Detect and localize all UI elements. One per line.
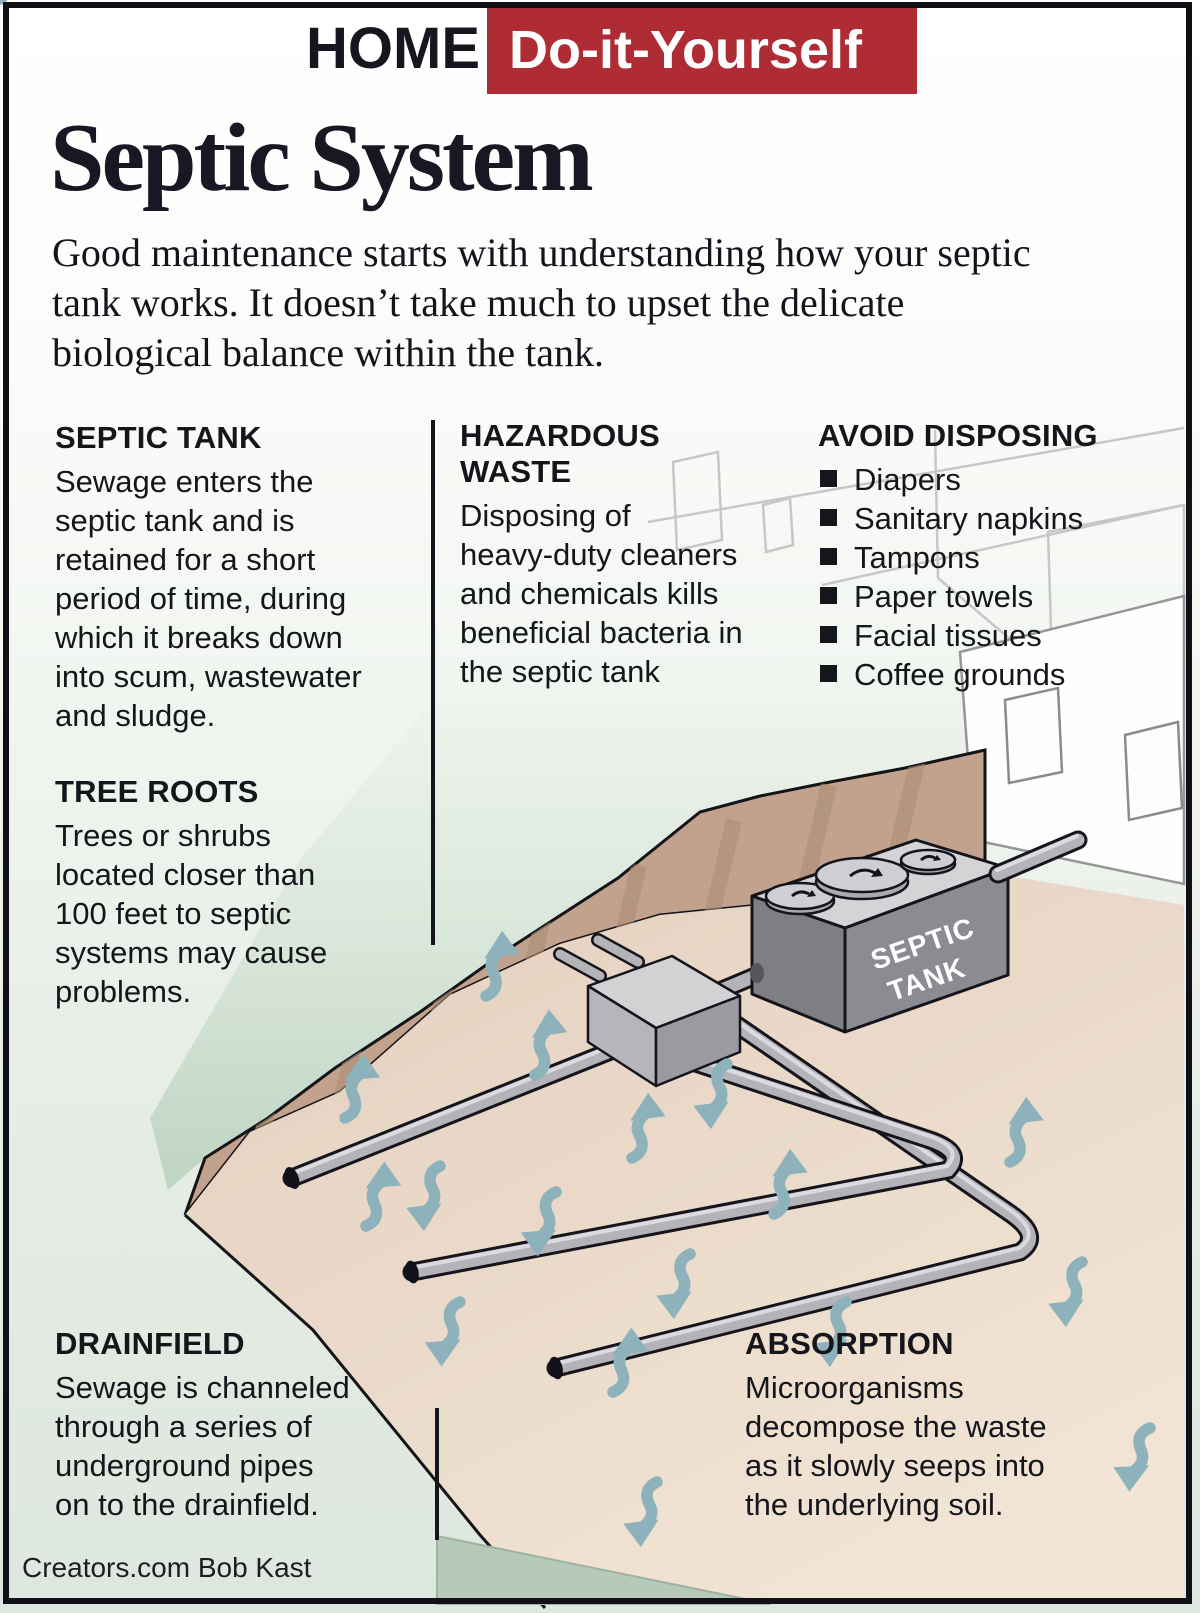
- section-avoid-disposing: AVOID DISPOSING Diapers Sanitary napkins…: [818, 418, 1190, 694]
- kicker-do-it-yourself: Do-it-Yourself: [509, 20, 862, 80]
- drainfield-soil: [185, 872, 1184, 1604]
- section-heading: HAZARDOUS WASTE: [460, 418, 660, 489]
- pipe-to-house: [988, 830, 1088, 884]
- distribution-box-stub-pipes: [553, 933, 645, 983]
- list-item: Diapers: [818, 460, 1190, 499]
- square-bullet-icon: [820, 548, 837, 565]
- list-item-label: Sanitary napkins: [854, 501, 1084, 536]
- list-item-label: Diapers: [854, 462, 961, 497]
- section-hazardous-waste: HAZARDOUS WASTE Disposing of heavy-duty …: [460, 418, 772, 691]
- section-tree-roots: TREE ROOTS Trees or shrubs located close…: [55, 774, 395, 1011]
- sage-wedge: [436, 1534, 771, 1605]
- pipe-end-cap: [405, 1260, 419, 1284]
- section-septic-tank: SEPTIC TANK Sewage enters the septic tan…: [55, 420, 415, 735]
- section-heading: ABSORPTION: [745, 1326, 954, 1361]
- drain-pipe-outer-loop: [546, 1008, 1039, 1378]
- lawn: [150, 645, 985, 1190]
- list-item-label: Tampons: [854, 540, 980, 575]
- pipe-end-cap: [549, 1356, 563, 1380]
- kicker-home: HOME: [306, 16, 480, 81]
- tank-lid: [764, 881, 836, 916]
- list-item: Coffee grounds: [818, 655, 1190, 694]
- list-item: Paper towels: [818, 577, 1190, 616]
- page-title: Septic System: [50, 104, 594, 212]
- section-body: Disposing of heavy-duty cleaners and che…: [460, 498, 743, 689]
- section-body: Sewage enters the septic tank and is ret…: [55, 464, 362, 733]
- list-item-label: Facial tissues: [854, 618, 1042, 653]
- square-bullet-icon: [820, 626, 837, 643]
- section-heading: TREE ROOTS: [55, 774, 259, 809]
- pipe-end-cap: [284, 1167, 300, 1189]
- section-heading: SEPTIC TANK: [55, 420, 262, 455]
- square-bullet-icon: [820, 665, 837, 682]
- section-heading: DRAINFIELD: [55, 1326, 245, 1361]
- list-item: Facial tissues: [818, 616, 1190, 655]
- septic-tank: SEPTIC TANK: [750, 838, 1010, 1034]
- house-window: [1123, 720, 1184, 822]
- distribution-box: [553, 933, 742, 1088]
- section-body: Microorganisms decompose the waste as it…: [745, 1370, 1047, 1522]
- list-item: Sanitary napkins: [818, 499, 1190, 538]
- house-window: [1003, 686, 1064, 785]
- house-sketch: [647, 426, 1186, 701]
- house-window-sketch: [671, 450, 724, 552]
- square-bullet-icon: [820, 470, 837, 487]
- section-body: Trees or shrubs located closer than 100 …: [55, 818, 328, 1009]
- intro-paragraph: Good maintenance starts with understandi…: [52, 230, 1031, 375]
- list-item: Tampons: [818, 538, 1190, 577]
- house-window-sketch: [761, 496, 795, 554]
- house-wall: [958, 594, 1186, 886]
- credit-line: Creators.com Bob Kast: [22, 1552, 312, 1583]
- list-item-label: Coffee grounds: [854, 657, 1066, 692]
- square-bullet-icon: [820, 587, 837, 604]
- list-item-label: Paper towels: [854, 579, 1034, 614]
- drain-pipe-lateral: [282, 1038, 628, 1188]
- section-heading: AVOID DISPOSING: [818, 418, 1098, 453]
- kicker-banner: Do-it-Yourself: [487, 8, 917, 94]
- section-absorption: ABSORPTION Microorganisms decompose the …: [745, 1326, 1165, 1524]
- square-bullet-icon: [820, 509, 837, 526]
- tank-lid: [814, 856, 910, 901]
- drain-pipe-middle-loop: [402, 1042, 963, 1282]
- section-drainfield: DRAINFIELD Sewage is channeled through a…: [55, 1326, 435, 1524]
- tank-inlet-hole: [750, 963, 764, 983]
- tank-lid: [899, 848, 957, 876]
- section-body: Sewage is channeled through a series of …: [55, 1370, 350, 1522]
